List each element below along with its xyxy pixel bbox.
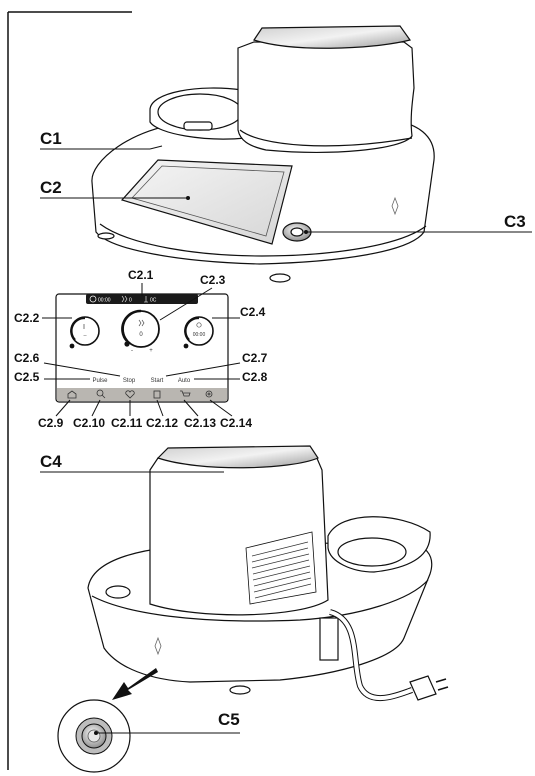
speed-icon bbox=[138, 319, 145, 327]
dial-right[interactable]: 00:00 bbox=[183, 316, 214, 349]
plug-pin bbox=[437, 686, 449, 691]
power-cord-inner bbox=[329, 610, 413, 701]
lid bbox=[156, 445, 319, 469]
control-knob-center bbox=[290, 227, 304, 237]
status-speed: 0 bbox=[129, 298, 132, 304]
auto-button[interactable]: Auto bbox=[178, 378, 191, 384]
foot bbox=[229, 685, 251, 695]
touch-screen-inner bbox=[131, 165, 285, 237]
cart-icon[interactable] bbox=[180, 390, 191, 397]
screen-callouts: C2.1 C2.2 C2.3 C2.4 C2.6 C2.5 C2.7 C2.8 … bbox=[14, 268, 268, 430]
dial-center-value: 0 bbox=[139, 332, 143, 338]
dial-left-value: -- bbox=[83, 333, 87, 339]
side-emblem bbox=[391, 196, 399, 216]
dial-right-value: 00:00 bbox=[193, 332, 206, 338]
dial-left[interactable]: -- bbox=[69, 316, 100, 349]
home-icon[interactable] bbox=[67, 390, 77, 399]
callout-c2-10: C2.10 bbox=[73, 416, 105, 430]
power-button-front bbox=[105, 585, 131, 599]
base-edge bbox=[91, 579, 429, 622]
callout-c2: C2 bbox=[40, 178, 190, 200]
clock-icon bbox=[196, 322, 202, 328]
clamp bbox=[183, 121, 213, 131]
dial-center-minus: - bbox=[131, 348, 133, 354]
tab-bar bbox=[57, 388, 227, 401]
callout-c2-1: C2.1 bbox=[128, 268, 154, 282]
callout-c2-7: C2.7 bbox=[242, 351, 268, 365]
bowl-ring-inner bbox=[337, 537, 407, 567]
callout-c1: C1 bbox=[40, 129, 163, 150]
gear-icon[interactable] bbox=[205, 390, 213, 398]
bowl-ring bbox=[327, 516, 431, 573]
status-bar bbox=[86, 294, 198, 304]
vent-grille bbox=[245, 531, 317, 605]
stop-button[interactable]: Stop bbox=[123, 378, 136, 384]
callout-label: C5 bbox=[218, 710, 240, 729]
base-edge bbox=[99, 223, 427, 257]
callout-c2-14: C2.14 bbox=[220, 416, 252, 430]
callout-label: C2 bbox=[40, 178, 62, 197]
search-icon[interactable] bbox=[96, 389, 106, 399]
callout-c2-6: C2.6 bbox=[14, 351, 40, 365]
clock-icon bbox=[89, 295, 97, 303]
callout-c2-12: C2.12 bbox=[146, 416, 178, 430]
speed-icon bbox=[121, 295, 128, 303]
foot bbox=[97, 232, 115, 240]
bowl-ring bbox=[149, 87, 247, 140]
tower-bottom-edge bbox=[239, 129, 413, 147]
start-button[interactable]: Start bbox=[151, 378, 164, 384]
dial-center-plus: + bbox=[149, 348, 153, 354]
status-time: 00:00 bbox=[98, 298, 111, 304]
callout-c5: C5 bbox=[94, 710, 240, 735]
callout-c4: C4 bbox=[40, 452, 224, 473]
callout-c2-5: C2.5 bbox=[14, 370, 40, 384]
plug-pin bbox=[435, 678, 447, 683]
arrow-icon bbox=[112, 668, 158, 700]
bottom-appliance bbox=[87, 445, 449, 702]
callout-c2-2: C2.2 bbox=[14, 311, 40, 325]
detail-magnifier bbox=[57, 699, 131, 773]
callout-c3: C3 bbox=[304, 212, 532, 234]
callout-c2-13: C2.13 bbox=[184, 416, 216, 430]
cord-socket bbox=[319, 617, 339, 661]
tower-body bbox=[237, 41, 415, 153]
pulse-button[interactable]: Pulse bbox=[92, 378, 108, 384]
callout-label: C4 bbox=[40, 452, 62, 471]
top-appliance bbox=[91, 25, 435, 283]
dial-center[interactable]: 0 - + bbox=[121, 309, 160, 354]
foot bbox=[269, 273, 291, 283]
side-emblem bbox=[154, 636, 162, 656]
callout-c2-9: C2.9 bbox=[38, 416, 64, 430]
thermometer-icon bbox=[144, 296, 148, 303]
callout-c2-4: C2.4 bbox=[240, 305, 266, 319]
callout-label: C3 bbox=[504, 212, 526, 231]
callout-c2-3: C2.3 bbox=[200, 273, 226, 287]
status-temp: 0C bbox=[150, 298, 157, 304]
screen-detail: 00:00 0 0C -- 0 - + 00:00 bbox=[55, 293, 229, 403]
book-icon[interactable] bbox=[153, 390, 161, 399]
callout-c2-11: C2.11 bbox=[111, 416, 143, 430]
touch-screen bbox=[120, 159, 293, 245]
heart-icon[interactable] bbox=[125, 390, 135, 399]
callout-c2-8: C2.8 bbox=[242, 370, 268, 384]
lid bbox=[253, 25, 412, 49]
callout-label: C1 bbox=[40, 129, 62, 148]
plug-body bbox=[409, 675, 437, 701]
